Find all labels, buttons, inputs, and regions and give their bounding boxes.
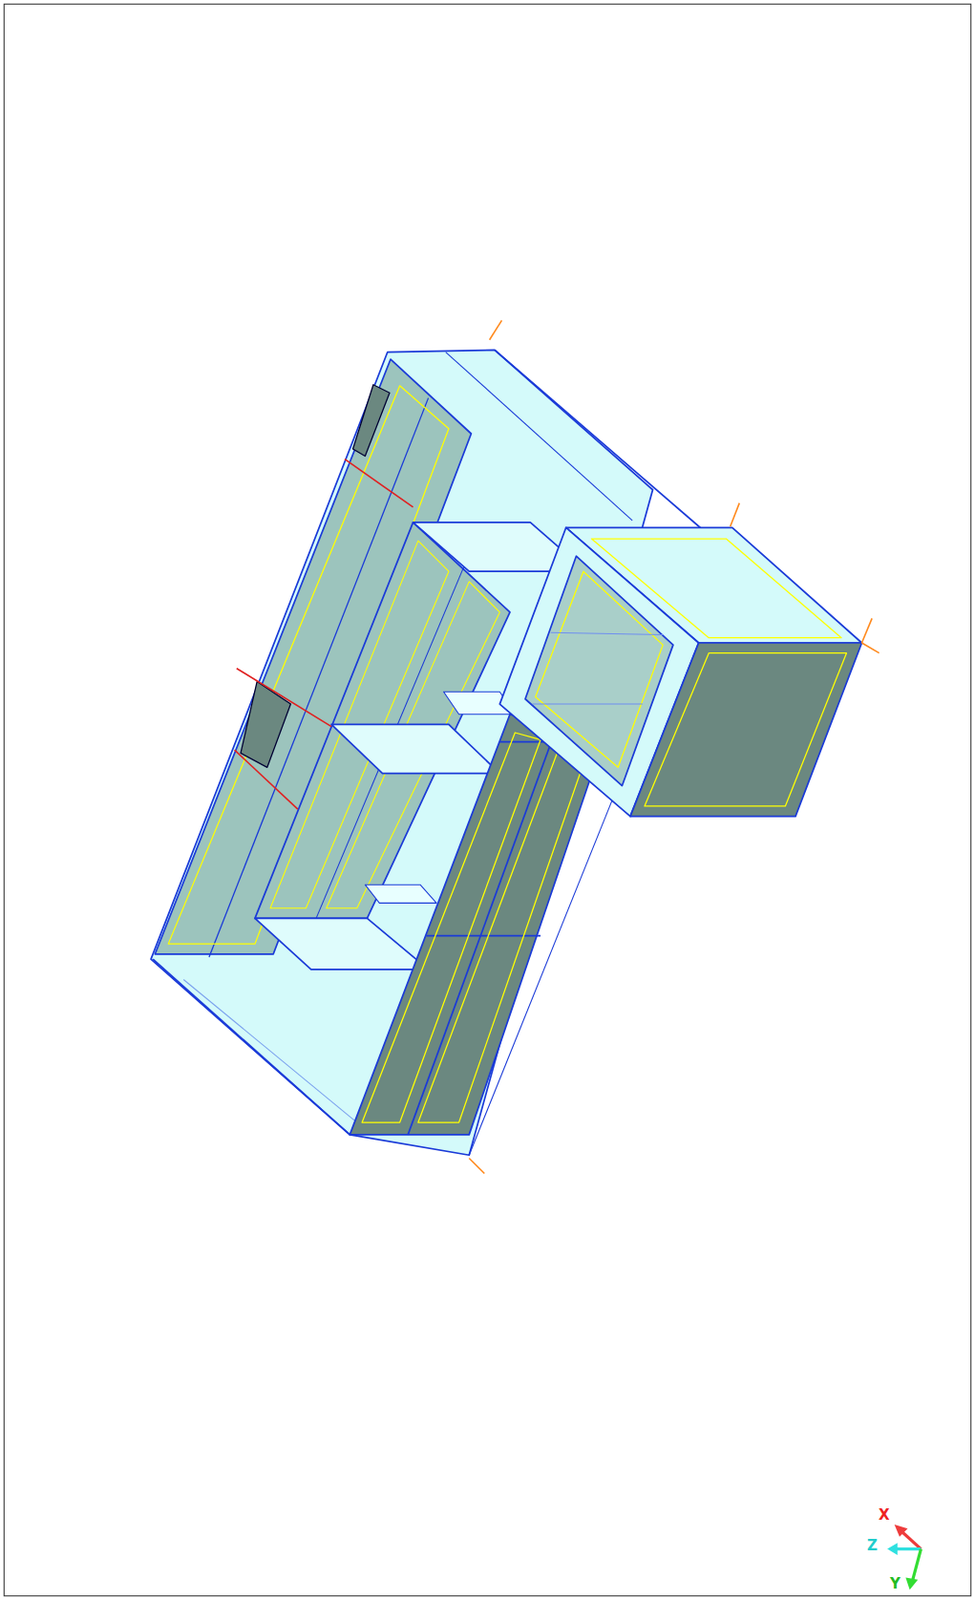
section-lines — [234, 459, 414, 809]
axis-markers — [468, 319, 879, 1173]
front-face — [349, 714, 602, 1135]
shelf — [331, 723, 500, 773]
cube-window — [525, 555, 674, 785]
assembly — [150, 349, 862, 1155]
cube-front — [630, 642, 862, 817]
axis-label: Y — [890, 1576, 901, 1591]
shelf — [254, 917, 429, 969]
frame-border — [3, 3, 971, 1595]
axis-label: X — [878, 1507, 891, 1523]
axis-label: Z — [867, 1538, 878, 1553]
